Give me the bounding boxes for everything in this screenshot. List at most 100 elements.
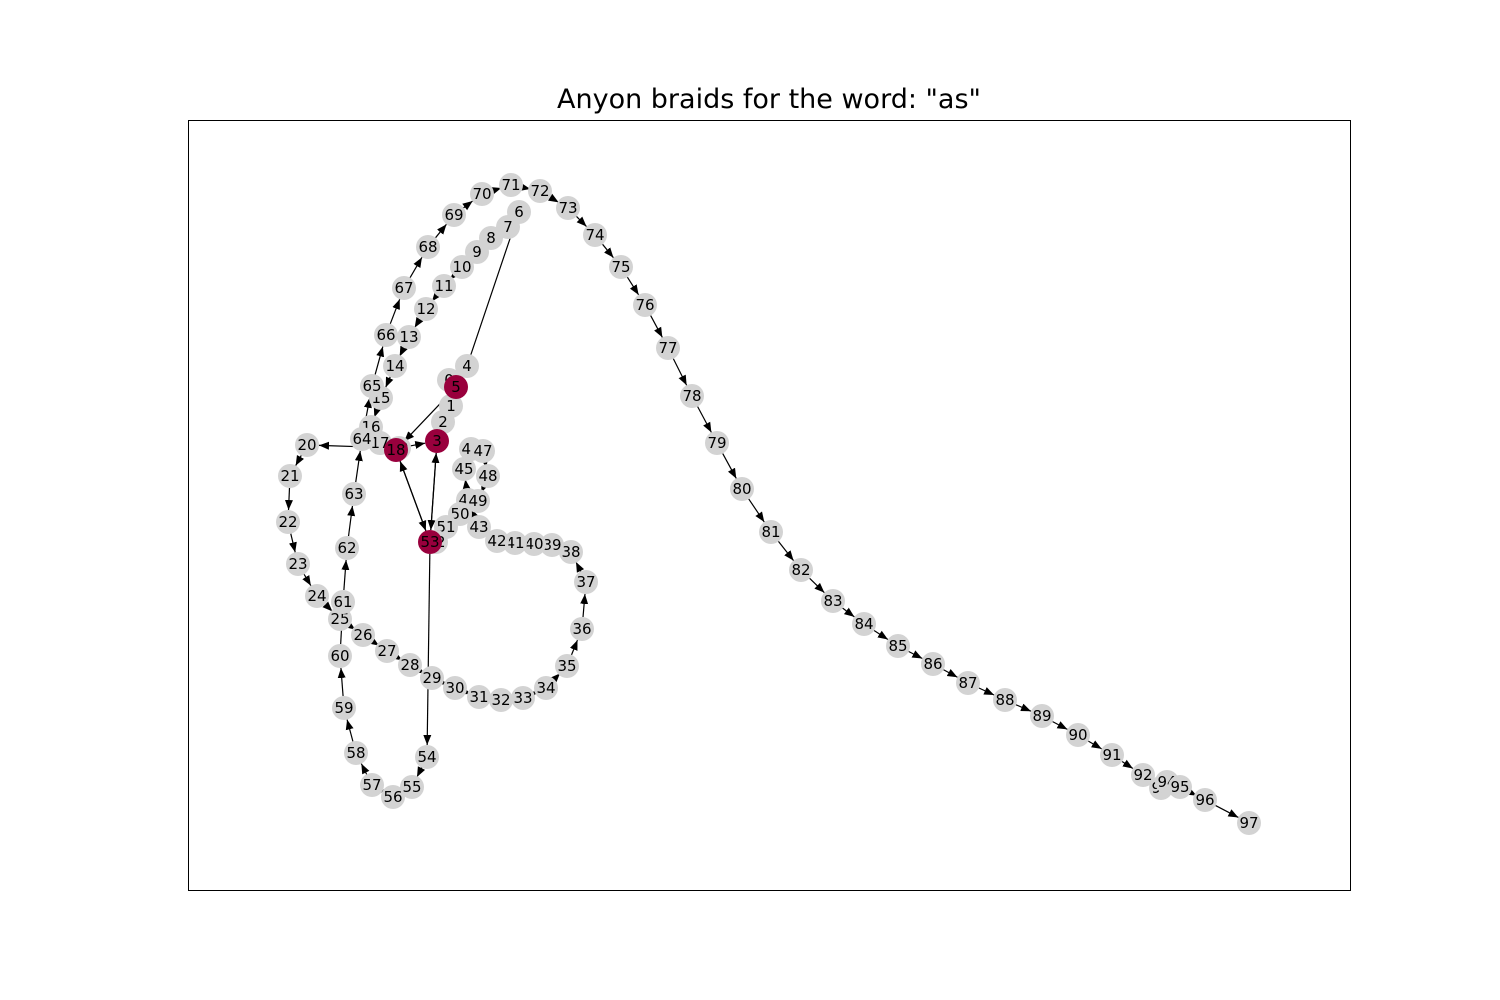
node-41: 41	[503, 531, 527, 555]
node-label-29: 29	[422, 669, 441, 687]
node-92: 92	[1131, 763, 1155, 787]
edge-75-76	[626, 276, 640, 296]
edge-57-58	[360, 763, 370, 775]
node-68: 68	[416, 235, 440, 259]
node-35: 35	[555, 654, 579, 678]
node-label-92: 92	[1133, 766, 1152, 784]
node-18: 18	[384, 438, 408, 462]
node-circle-12	[414, 297, 438, 321]
node-81: 81	[759, 520, 783, 544]
figure-title: Anyon braids for the word: "as"	[557, 84, 981, 115]
node-label-91: 91	[1102, 746, 1121, 764]
node-circle-55	[400, 775, 424, 799]
node-label-8: 8	[486, 229, 496, 247]
node-circle-23	[286, 552, 310, 576]
node-label-71: 71	[501, 176, 520, 194]
node-label-79: 79	[707, 434, 726, 452]
node-circle-61	[331, 590, 355, 614]
node-71: 71	[499, 173, 523, 197]
plot-frame	[188, 120, 1351, 891]
edge-77-78	[672, 358, 688, 386]
node-label-2: 2	[438, 413, 448, 431]
node-label-21: 21	[280, 467, 299, 485]
edge-14-15	[385, 376, 394, 388]
node-circle-87	[956, 671, 980, 695]
node-label-47: 47	[473, 442, 492, 460]
node-label-90: 90	[1068, 726, 1087, 744]
node-2: 2	[431, 410, 455, 434]
edge-68-69	[435, 223, 447, 239]
node-label-7: 7	[503, 218, 513, 236]
node-label-50: 50	[450, 505, 469, 523]
node-circle-72	[528, 179, 552, 203]
edge-69-70	[462, 200, 474, 211]
node-circle-28	[398, 653, 422, 677]
node-circle-54	[415, 745, 439, 769]
node-circle-10	[450, 255, 474, 279]
node-label-9: 9	[472, 243, 482, 261]
node-circle-37	[574, 570, 598, 594]
node-42: 42	[485, 529, 509, 553]
node-circle-22	[276, 510, 300, 534]
node-circle-73	[556, 196, 580, 220]
node-20: 20	[295, 433, 319, 457]
node-label-26: 26	[353, 626, 372, 644]
node-label-72: 72	[530, 182, 549, 200]
node-circle-69	[442, 203, 466, 227]
node-circle-32	[489, 688, 513, 712]
edge-74-75	[602, 243, 614, 259]
node-label-86: 86	[923, 655, 942, 673]
node-22: 22	[276, 510, 300, 534]
node-label-58: 58	[346, 744, 365, 762]
node-label-40: 40	[524, 535, 543, 553]
node-91: 91	[1100, 743, 1124, 767]
node-label-53: 53	[420, 533, 439, 551]
node-38: 38	[559, 540, 583, 564]
node-label-34: 34	[536, 679, 555, 697]
node-label-80: 80	[732, 480, 751, 498]
node-circle-77	[656, 336, 680, 360]
node-circle-21	[278, 464, 302, 488]
node-circle-2	[431, 410, 455, 434]
node-circle-49	[466, 489, 490, 513]
edge-62-63	[347, 505, 356, 537]
node-95: 95	[1168, 775, 1192, 799]
node-circle-59	[332, 696, 356, 720]
node-label-96: 96	[1195, 791, 1214, 809]
node-label-43: 43	[469, 518, 488, 536]
node-67: 67	[392, 276, 416, 300]
node-label-62: 62	[337, 539, 356, 557]
node-circle-7	[496, 215, 520, 239]
node-circle-83	[821, 589, 845, 613]
node-73: 73	[556, 196, 580, 220]
node-circle-35	[555, 654, 579, 678]
node-circle-38	[559, 540, 583, 564]
node-label-81: 81	[761, 523, 780, 541]
node-circle-78	[680, 384, 704, 408]
edge-67-68	[409, 257, 423, 278]
node-label-20: 20	[297, 436, 316, 454]
node-circle-26	[351, 623, 375, 647]
node-circle-90	[1066, 723, 1090, 747]
node-59: 59	[332, 696, 356, 720]
node-37: 37	[574, 570, 598, 594]
node-label-56: 56	[383, 788, 402, 806]
node-circle-40	[522, 532, 546, 556]
node-circle-29	[420, 666, 444, 690]
node-label-77: 77	[658, 339, 677, 357]
node-circle-76	[633, 293, 657, 317]
edge-35-36	[570, 639, 579, 656]
edge-85-86	[908, 650, 923, 660]
node-11: 11	[432, 274, 456, 298]
node-circle-97	[1237, 811, 1261, 835]
node-circle-43	[467, 515, 491, 539]
node-label-73: 73	[558, 199, 577, 217]
edge-36-37	[580, 593, 589, 618]
node-40: 40	[522, 532, 546, 556]
node-74: 74	[583, 223, 607, 247]
node-label-59: 59	[334, 699, 353, 717]
node-label-10: 10	[452, 258, 471, 276]
node-circle-65	[360, 374, 384, 398]
edge-88-89	[1015, 703, 1032, 712]
edge-19-3	[410, 441, 426, 449]
